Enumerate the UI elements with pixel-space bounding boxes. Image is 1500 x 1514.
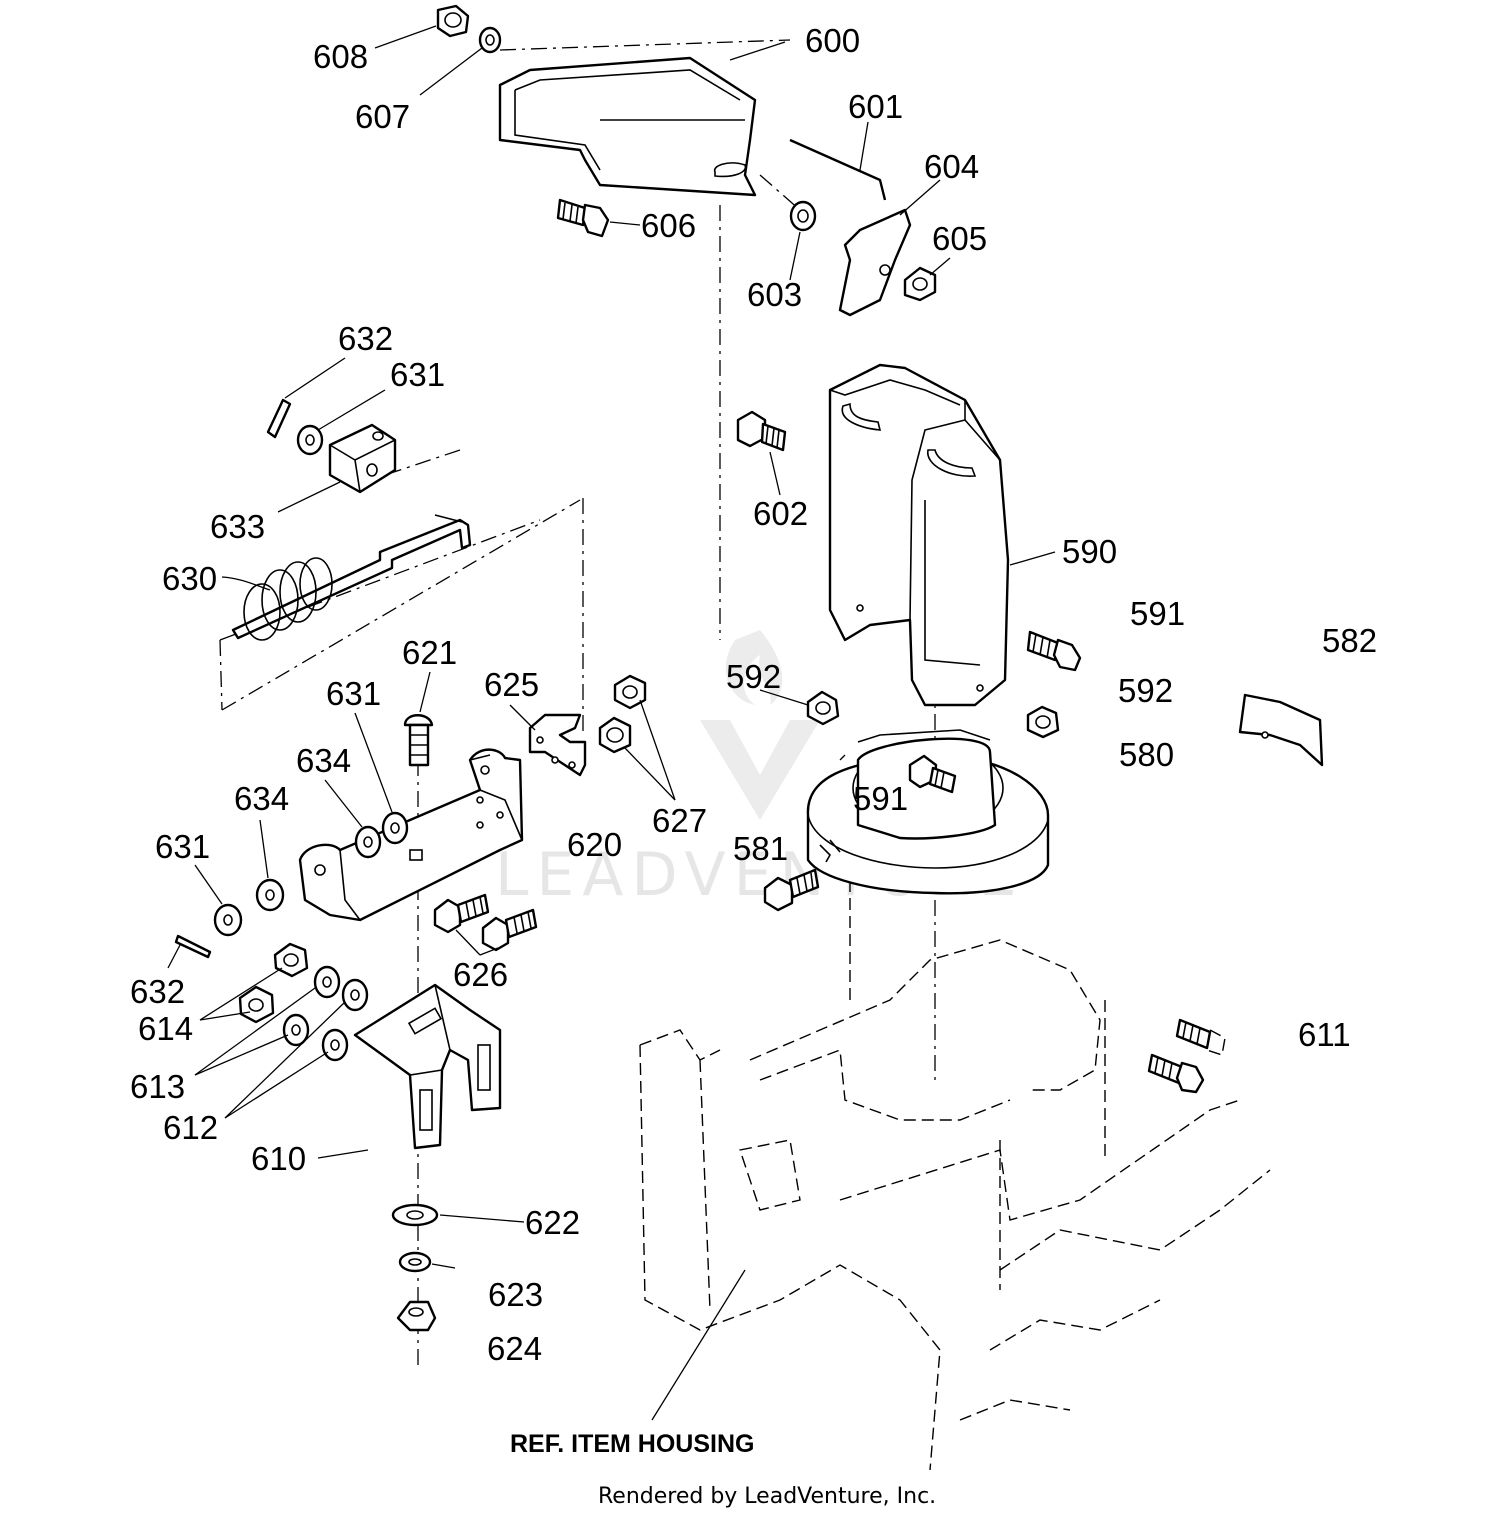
label-613: 613: [130, 1068, 185, 1105]
label-626: 626: [453, 956, 508, 993]
credit-text: Rendered by LeadVenture, Inc.: [598, 1484, 936, 1509]
part-604-plate: [838, 208, 912, 317]
label-592-right: 592: [1118, 672, 1173, 709]
part-614-613-612-hardware: [238, 942, 369, 1062]
part-603-washer: [789, 200, 817, 232]
label-631-mid: 631: [326, 675, 381, 712]
part-600-deflector: [498, 56, 757, 197]
part-634-washer-a: [354, 825, 382, 859]
part-632-pin-bottom: [174, 934, 212, 959]
part-621-bolt: [403, 714, 434, 767]
label-591-lower: 591: [853, 780, 908, 817]
part-631-washer-c: [213, 903, 243, 937]
part-626-bolts: [433, 893, 538, 952]
part-592-nut-left: [806, 690, 840, 726]
part-634-washer-b: [255, 878, 285, 912]
label-601: 601: [848, 88, 903, 125]
label-632-bottom: 632: [130, 973, 185, 1010]
label-582: 582: [1322, 622, 1377, 659]
part-601-rod: [789, 138, 887, 201]
ref-item-housing: [639, 870, 1271, 1471]
label-631-top: 631: [390, 356, 445, 393]
label-580: 580: [1119, 736, 1174, 773]
label-610: 610: [251, 1140, 306, 1177]
leader-lines: [167, 25, 1056, 1269]
part-labels: 608 607 600 601 604 605 603 606 632 631 …: [130, 22, 1377, 1367]
label-632-top: 632: [338, 320, 393, 357]
label-581: 581: [733, 830, 788, 867]
part-580-ring: [806, 729, 1050, 895]
part-591-bolt-lower: [908, 754, 957, 794]
label-634-left: 634: [234, 780, 289, 817]
part-631-washer-top: [296, 424, 324, 456]
part-620-bracket: [298, 748, 524, 922]
label-590: 590: [1062, 533, 1117, 570]
label-630: 630: [162, 560, 217, 597]
label-624: 624: [487, 1330, 542, 1367]
label-625: 625: [484, 666, 539, 703]
label-608: 608: [313, 38, 368, 75]
label-607: 607: [355, 98, 410, 135]
part-590-chute: [828, 363, 1010, 707]
label-602: 602: [753, 495, 808, 532]
part-625-bracket: [528, 713, 587, 777]
label-611: 611: [1298, 1016, 1351, 1053]
part-592-nut-right: [1026, 705, 1060, 739]
part-606-bolt: [556, 198, 610, 238]
part-591-bolt-right: [1026, 630, 1082, 672]
label-621: 621: [402, 634, 457, 671]
label-592-left: 592: [726, 658, 781, 695]
part-624-nut: [396, 1300, 437, 1332]
part-623-lock-washer: [398, 1251, 432, 1273]
part-608-nut: [436, 4, 470, 38]
label-600: 600: [805, 22, 860, 59]
part-605-nut: [903, 266, 937, 302]
part-632-pin-top: [266, 398, 292, 439]
label-606: 606: [641, 207, 696, 244]
part-582-keeper: [1238, 693, 1324, 767]
part-610-bracket: [353, 983, 502, 1150]
label-622: 622: [525, 1204, 580, 1241]
label-633: 633: [210, 508, 265, 545]
part-631-washer-b: [381, 811, 409, 845]
label-603: 603: [747, 276, 802, 313]
part-611-bolts: [1147, 1018, 1226, 1094]
label-627: 627: [652, 802, 707, 839]
label-614: 614: [138, 1010, 193, 1047]
label-591-right: 591: [1130, 595, 1185, 632]
ref-housing-label: REF. ITEM HOUSING: [510, 1430, 754, 1458]
label-620: 620: [567, 826, 622, 863]
part-581-bolt: [763, 868, 820, 912]
part-633-block: [328, 423, 397, 494]
label-605: 605: [932, 220, 987, 257]
part-607-washer: [478, 26, 502, 54]
label-623: 623: [488, 1276, 543, 1313]
part-602-bolt: [736, 410, 787, 452]
label-612: 612: [163, 1109, 218, 1146]
label-604: 604: [924, 148, 979, 185]
part-630-crank-spring: [231, 514, 472, 641]
label-634-mid: 634: [296, 742, 351, 779]
part-627-nuts: [598, 674, 647, 754]
part-622-washer: [391, 1203, 439, 1227]
label-631-left: 631: [155, 828, 210, 865]
